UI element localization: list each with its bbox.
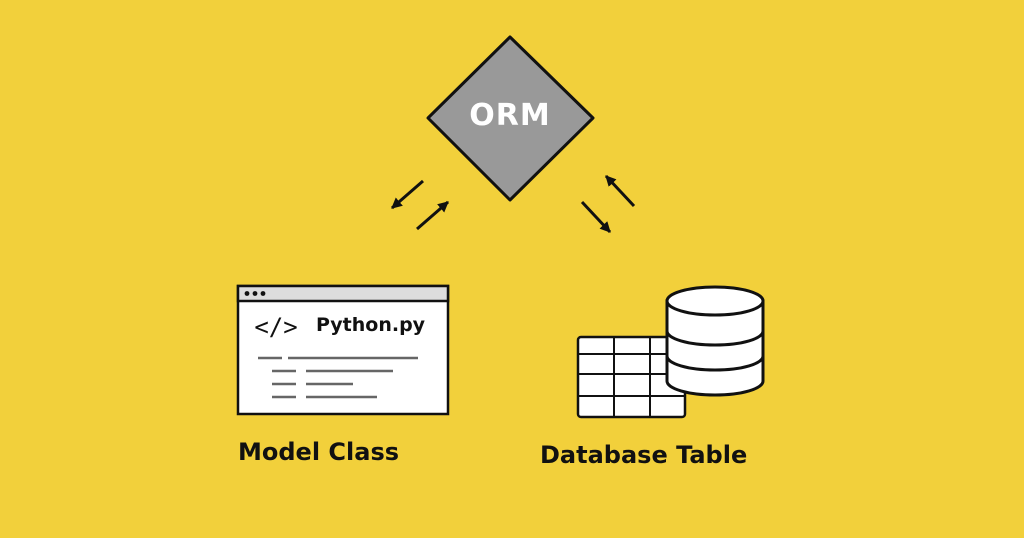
arrow-up-right-icon (416, 200, 449, 231)
arrow-up-left-icon (604, 174, 636, 208)
code-lines (258, 356, 418, 399)
window-dot (244, 291, 250, 296)
window-dot (252, 291, 258, 296)
orm-diamond (426, 35, 595, 202)
model-class-caption: Model Class (238, 438, 400, 466)
file-name: Python.py (316, 314, 426, 336)
orm-label: ORM (469, 98, 551, 133)
window-dot (260, 291, 266, 296)
database-table-caption: Database Table (540, 441, 748, 469)
arrow-down-right-icon (580, 200, 612, 234)
arrow-down-left-icon (391, 179, 424, 210)
database-cylinder-icon (665, 285, 765, 397)
code-icon: </> (254, 313, 297, 341)
code-window: </> (236, 284, 450, 416)
